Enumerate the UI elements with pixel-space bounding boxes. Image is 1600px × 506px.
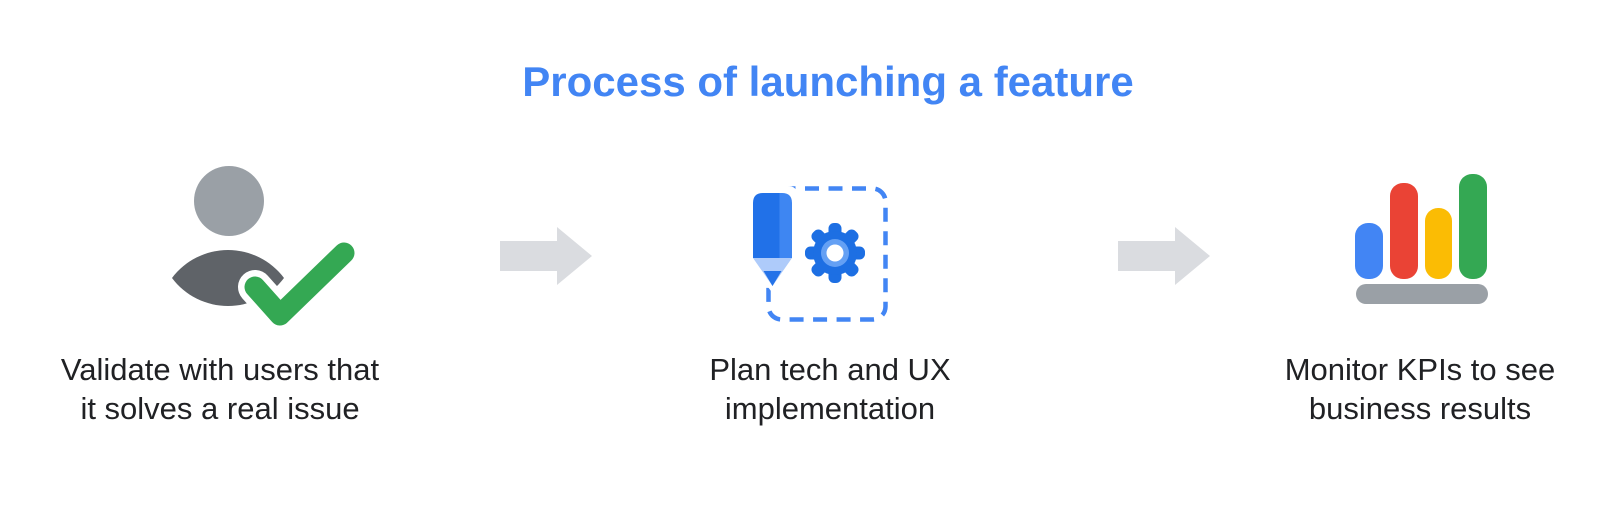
bar-chart-kpi-icon [1355, 174, 1488, 304]
step-1-caption-line-1: Validate with users that [60, 352, 380, 387]
pencil-tip [763, 271, 782, 286]
chart-base [1356, 284, 1488, 304]
bar-green [1459, 174, 1487, 279]
pencil-gear-plan-icon [747, 186, 888, 322]
gear-hole [826, 244, 844, 262]
checkmark-icon [244, 242, 355, 326]
step-3-caption: Monitor KPIs to see business results [1220, 350, 1600, 428]
bar-yellow [1425, 208, 1452, 279]
gear-icon [805, 223, 865, 283]
step-2-caption-line-2: implementation [724, 391, 936, 426]
user-validation-check-icon [172, 166, 360, 328]
step-3-caption-line-1: Monitor KPIs to see [1284, 352, 1556, 387]
step-1-caption: Validate with users that it solves a rea… [20, 350, 420, 428]
step-2-caption: Plan tech and UX implementation [630, 350, 1030, 428]
bar-blue [1355, 223, 1383, 279]
diagram-title: Process of launching a feature [522, 58, 1134, 105]
pencil-body [753, 193, 792, 258]
step-1-caption-line-2: it solves a real issue [80, 391, 360, 426]
step-2-caption-line-1: Plan tech and UX [709, 352, 951, 387]
arrow-right-icon [500, 227, 592, 285]
bar-red [1390, 183, 1418, 279]
person-head [194, 166, 264, 236]
arrow-right-icon [1118, 227, 1210, 285]
step-3-caption-line-2: business results [1308, 391, 1532, 426]
